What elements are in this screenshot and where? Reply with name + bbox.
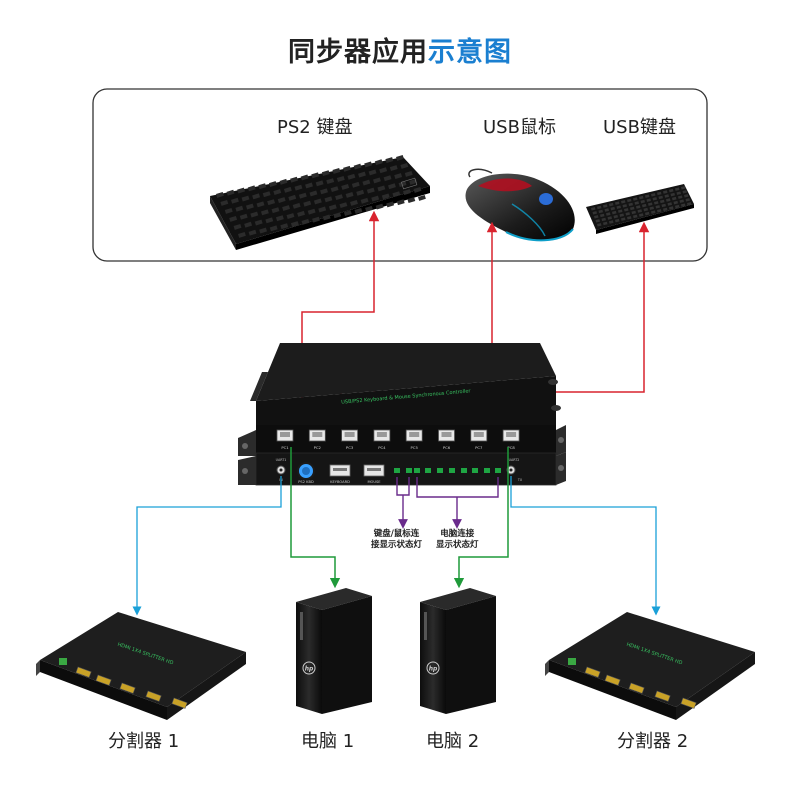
pc-2-image: hp	[420, 588, 496, 714]
front-label-ps2: PS2 KBD	[298, 480, 314, 484]
splitter-2-label: 分割器 2	[617, 731, 689, 752]
status-led	[406, 468, 412, 473]
ps2-keyboard-label: PS2 键盘	[277, 117, 353, 138]
ps2-keyboard-image	[210, 154, 430, 250]
hdmi-port	[680, 697, 697, 709]
led-annotations	[396, 477, 499, 529]
pc-port-label-5: PC5	[411, 445, 419, 450]
pc-port-label-7: PC7	[475, 445, 483, 450]
kbd-mouse-led-line2: 接显示状态灯	[371, 540, 423, 550]
status-led	[449, 468, 455, 473]
kbd-mouse-led-note: 键盘/鼠标连 接显示状态灯	[371, 529, 422, 551]
status-led	[425, 468, 431, 473]
kbd-mouse-led-line1: 键盘/鼠标连	[373, 529, 420, 539]
status-led	[484, 468, 490, 473]
front-label-keyboard: KEYBOARD	[330, 480, 350, 484]
pc-port-label-2: PC2	[314, 445, 322, 450]
title-highlight: 示意图	[428, 37, 512, 68]
status-led	[437, 468, 443, 473]
status-led	[495, 468, 501, 473]
input-devices-frame	[92, 88, 708, 262]
pc-2-line	[453, 447, 509, 589]
usb-keyboard-image	[586, 184, 694, 234]
splitter-2-image: HDMI 1X4 SPLITTER HD	[545, 612, 755, 720]
usb-mouse-image	[465, 168, 575, 242]
pc-1-image: hp	[296, 588, 372, 714]
hdmi-port	[95, 674, 112, 686]
status-led	[472, 468, 478, 473]
side-label-uart1: UART1	[276, 458, 287, 462]
pc-port-label-1: PC1	[281, 445, 289, 450]
pc-2-label: 电脑 2	[426, 731, 480, 752]
title-prefix: 同步器应用	[288, 37, 428, 68]
pc-port-label-8: PC8	[507, 445, 515, 450]
splitter-2-line	[510, 476, 661, 616]
diagram-title: 同步器应用示意图	[0, 30, 800, 69]
status-led	[461, 468, 467, 473]
pc-connections	[290, 447, 509, 589]
svg-text:hp: hp	[305, 666, 314, 673]
sync-controller: USB/PS2 Keyboard & Mouse Synchronous Con…	[238, 343, 566, 486]
hdmi-port	[604, 674, 621, 686]
pc-port-label-3: PC3	[346, 445, 354, 450]
splitter-connections	[132, 476, 661, 616]
pc-port-label-4: PC4	[378, 445, 386, 450]
pc-1-line	[290, 447, 341, 589]
hdmi-port	[145, 690, 162, 702]
hdmi-port	[119, 682, 136, 694]
svg-text:hp: hp	[429, 666, 438, 673]
hdmi-port	[628, 682, 645, 694]
usb-keyboard-label: USB键盘	[603, 117, 676, 138]
front-label-mouse: MOUSE	[367, 480, 381, 484]
pc-1-label: 电脑 1	[301, 731, 355, 752]
side-label-uart2: UART2	[509, 458, 520, 462]
status-led	[394, 468, 400, 473]
splitter-1-label: 分割器 1	[108, 731, 180, 752]
splitter-1-line	[132, 476, 282, 616]
pc-port-label-6: PC6	[443, 445, 451, 450]
hdmi-port	[75, 666, 92, 678]
splitter-1-image: HDMI 1X4 SPLITTER HD	[36, 612, 246, 720]
hdmi-port	[654, 690, 671, 702]
hdmi-port	[584, 666, 601, 678]
pc-led-note: 电脑连接 显示状态灯	[436, 529, 479, 551]
hdmi-port	[171, 697, 188, 709]
side-label-tx: TX	[517, 478, 523, 482]
status-led	[414, 468, 420, 473]
pc-led-line2: 显示状态灯	[436, 540, 479, 550]
pc-led-line1: 电脑连接	[440, 529, 475, 539]
usb-mouse-label: USB鼠标	[483, 117, 556, 138]
